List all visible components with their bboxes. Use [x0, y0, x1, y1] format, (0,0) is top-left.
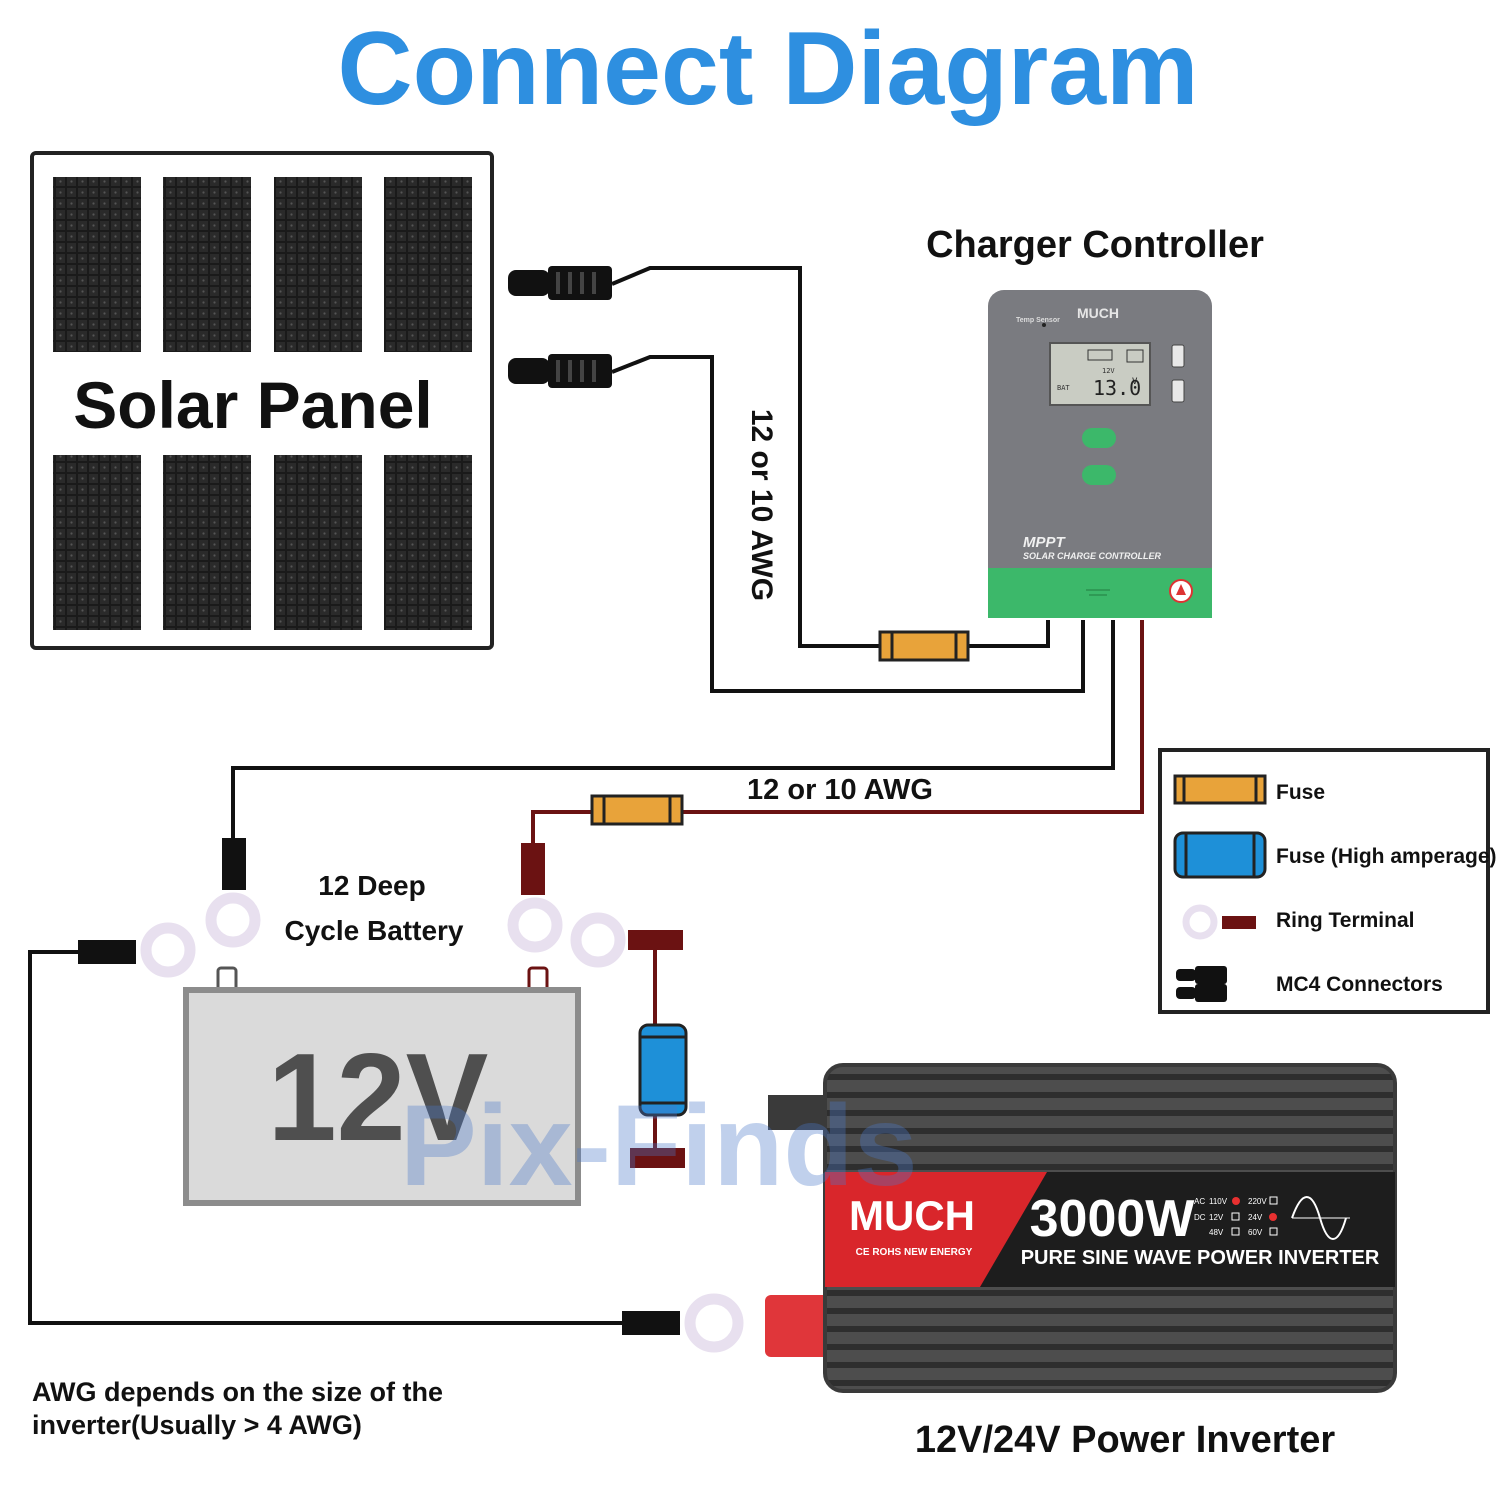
- lcd-unit: V: [1132, 377, 1138, 387]
- wire-sleeve-black: [622, 1311, 680, 1335]
- controller-button-up[interactable]: [1082, 428, 1116, 448]
- panel-wire-awg-label: 12 or 10 AWG: [745, 409, 778, 601]
- inverter-desc: PURE SINE WAVE POWER INVERTER: [1021, 1247, 1380, 1269]
- controller-brand: MUCH: [1077, 305, 1119, 321]
- battery-voltage: 12V: [268, 1029, 489, 1167]
- legend-fuse-swatch: [1173, 774, 1267, 805]
- battery: 12 Deep Cycle Battery 12V: [183, 870, 581, 1206]
- solar-cell-block: [163, 177, 251, 352]
- inverter-cert: CE ROHS NEW ENERGY: [856, 1247, 973, 1258]
- wire-sleeve-black: [222, 838, 246, 890]
- panel-wires: [611, 266, 1085, 693]
- ring-terminal: [570, 912, 626, 968]
- solar-cell-block: [53, 455, 141, 630]
- legend-ring-terminal-swatch: [1182, 904, 1256, 940]
- solar-panel: Solar Panel: [30, 151, 494, 650]
- legend-mc4-label: MC4 Connectors: [1276, 973, 1443, 996]
- wire-sleeve-red: [521, 843, 545, 895]
- battery-label-line2: Cycle Battery: [285, 915, 464, 946]
- title: Connect Diagram: [337, 11, 1198, 127]
- inverter-ac-label: AC: [1194, 1197, 1205, 1206]
- inverter-ac-220: 220V: [1248, 1197, 1267, 1206]
- lcd-voltage: 13.0: [1093, 376, 1141, 400]
- legend-fuse-label: Fuse: [1276, 781, 1325, 804]
- wire-sleeve-black: [78, 940, 136, 964]
- mc4-connector: [508, 354, 612, 388]
- inverter-power: 3000W: [1030, 1190, 1196, 1248]
- fuse: [590, 794, 684, 826]
- inverter-terminal-red: [765, 1295, 830, 1357]
- awg-note-line1: AWG depends on the size of the: [32, 1377, 443, 1407]
- ac-110-indicator: [1232, 1197, 1240, 1205]
- ring-terminal: [684, 1293, 744, 1353]
- power-inverter: MUCH CE ROHS NEW ENERGY 3000W PURE SINE …: [765, 1063, 1397, 1393]
- ring-terminal: [140, 922, 196, 978]
- inverter-dc-12: 12V: [1209, 1213, 1224, 1222]
- lcd-solar-icon: [1087, 349, 1113, 361]
- legend: Fuse Fuse (High amperage) Ring Terminal …: [1158, 748, 1497, 1014]
- solar-cell-block: [384, 455, 472, 630]
- inverter-dc-60: 60V: [1248, 1228, 1263, 1237]
- usb-port[interactable]: [1171, 379, 1185, 403]
- legend-fuse-high-swatch: [1173, 831, 1267, 879]
- inverter-dc-48: 48V: [1209, 1228, 1224, 1237]
- watermark: Pix-Finds: [400, 1082, 918, 1210]
- legend-fuse-high-label: Fuse (High amperage): [1276, 845, 1497, 868]
- wire-sleeve-red: [630, 1148, 685, 1168]
- inverter-dc-24: 24V: [1248, 1213, 1263, 1222]
- usb-port[interactable]: [1171, 344, 1185, 368]
- ring-terminal: [507, 897, 563, 953]
- inverter-dc-label: DC: [1194, 1213, 1206, 1222]
- solar-cell-block: [53, 177, 141, 352]
- lcd-display: [1049, 342, 1151, 406]
- solar-cell-block: [163, 455, 251, 630]
- lcd-12v: 12V: [1102, 367, 1115, 375]
- controller-button-down[interactable]: [1082, 465, 1116, 485]
- mc4-connector: [508, 266, 612, 300]
- dc-24-indicator: [1269, 1213, 1277, 1221]
- charger-controller-label: Charger Controller: [926, 224, 1264, 266]
- charger-controller: Charger Controller MUCH Temp Sensor 12V …: [926, 224, 1264, 618]
- awg-note-line2: inverter(Usually > 4 AWG): [32, 1410, 362, 1440]
- battery-wire-awg-label: 12 or 10 AWG: [747, 774, 933, 806]
- solar-cell-block: [384, 177, 472, 352]
- temp-sensor-label: Temp Sensor: [1016, 317, 1060, 324]
- fuse: [878, 630, 970, 662]
- battery-label-line1: 12 Deep: [318, 870, 425, 901]
- solar-cell-block: [274, 455, 362, 630]
- wire-sleeve-red: [628, 930, 683, 950]
- solar-cell-block: [274, 177, 362, 352]
- legend-ring-terminal-label: Ring Terminal: [1276, 909, 1414, 932]
- temp-sensor-port: [1042, 323, 1046, 327]
- controller-model-sub: SOLAR CHARGE CONTROLLER: [1023, 551, 1161, 561]
- inverter-label: 12V/24V Power Inverter: [915, 1419, 1336, 1461]
- legend-mc4-swatch: [1176, 966, 1227, 1002]
- controller-model: MPPT: [1023, 534, 1067, 551]
- lcd-batt-label: BAT: [1057, 384, 1070, 392]
- battery-wires: [28, 620, 1144, 1325]
- ring-terminal: [205, 892, 261, 948]
- lcd-battery-icon: [1126, 349, 1144, 363]
- fuse-high-amperage: [638, 1023, 688, 1117]
- solar-panel-label: Solar Panel: [73, 368, 433, 442]
- inverter-ac-110: 110V: [1209, 1197, 1228, 1206]
- inverter-brand: MUCH: [849, 1192, 975, 1239]
